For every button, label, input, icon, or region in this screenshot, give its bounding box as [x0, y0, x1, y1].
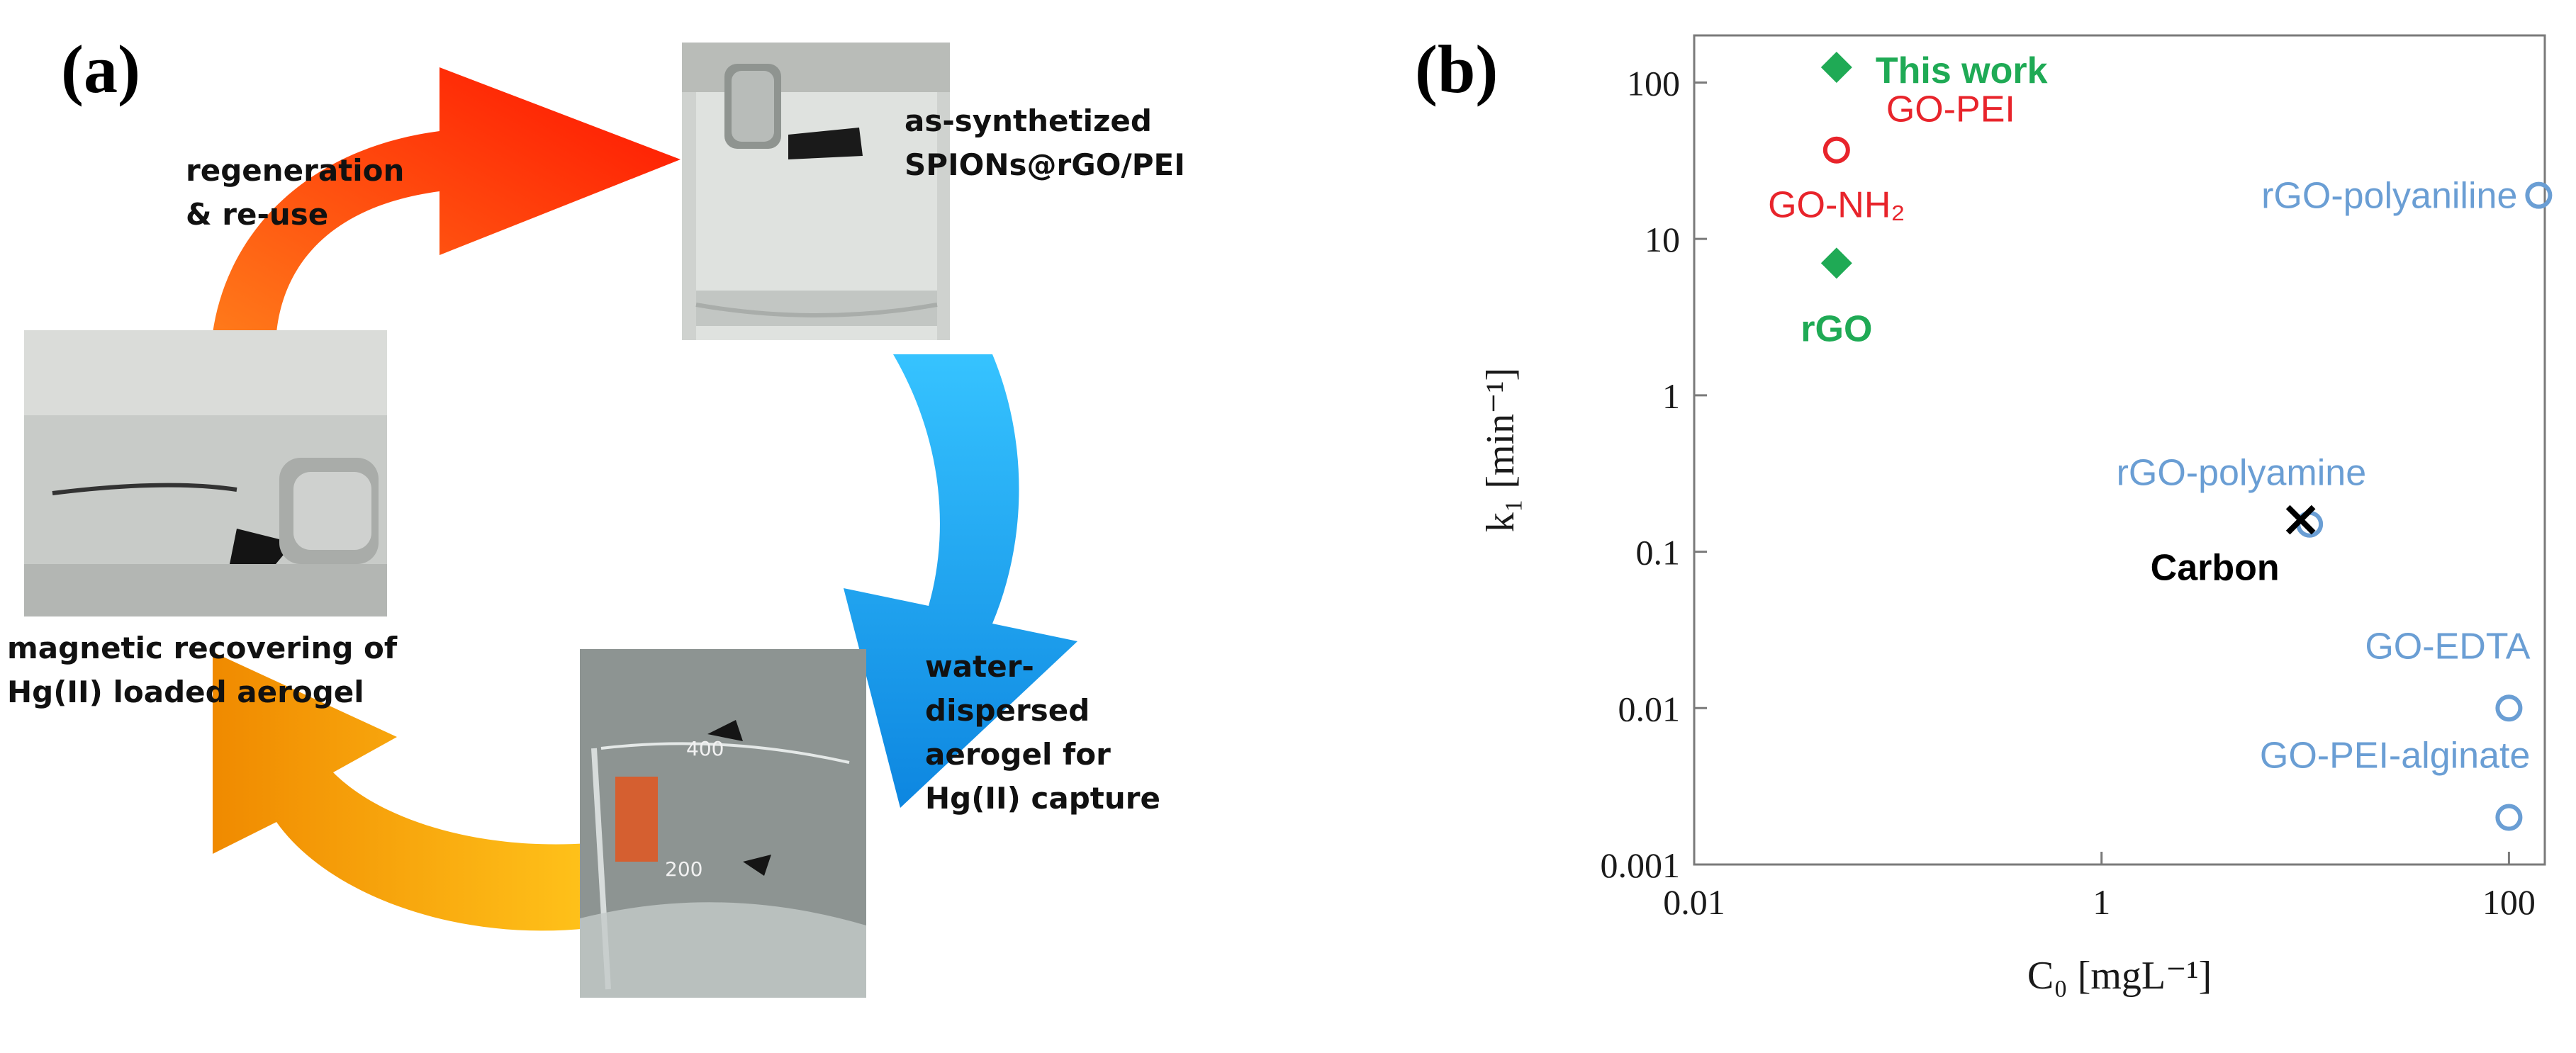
point-this-work [1820, 52, 1852, 84]
photo-synthesized-aerogel [682, 43, 950, 340]
label-this-work: This work [1876, 50, 2048, 91]
y-axis-label: k₁ [min⁻¹] [1479, 368, 1523, 532]
regeneration-cycle-diagram [213, 67, 1077, 931]
caption-regeneration: regeneration & re-use [186, 153, 405, 232]
beaker-mark-400: 400 [686, 737, 724, 760]
label-carbon: Carbon [2151, 548, 2280, 589]
y-tick-label: 100 [1627, 63, 1680, 103]
x-tick-label: 1 [2093, 882, 2110, 922]
point-carbon [2285, 505, 2316, 535]
arrow-right [844, 354, 1077, 808]
point-rgo [1820, 247, 1852, 279]
point-go-edta [2495, 694, 2523, 722]
label-rgo: rGO [1801, 308, 1872, 349]
caption-recovering: magnetic recovering of Hg(II) loaded aer… [7, 631, 398, 709]
photo-magnetic-recovery [24, 330, 387, 616]
x-tick-label: 100 [2482, 882, 2536, 922]
label-rgo-polyaniline: rGO-polyaniline [2261, 176, 2517, 217]
caption-synthesized: as-synthetized SPIONs@rGO/PEI [905, 103, 1185, 182]
plot-frame [1693, 34, 2546, 866]
label-go-pei: GO-PEI [1886, 89, 2015, 130]
y-tick-label: 0.001 [1601, 845, 1681, 885]
x-tick-label: 0.01 [1663, 882, 1725, 922]
point-rgo-polyaniline [2525, 181, 2553, 209]
photo-water-dispersed: 400 200 [580, 649, 866, 998]
x-axis-label: C₀ [mgL⁻¹] [2027, 954, 2212, 998]
y-tick-label: 1 [1662, 376, 1680, 416]
label-go-edta: GO-EDTA [2365, 626, 2530, 667]
panel-b-label: (b) [1415, 31, 1499, 107]
beaker-mark-200: 200 [665, 857, 702, 881]
y-tick-label: 0.1 [1636, 533, 1681, 573]
caption-dispersed: water- dispersed aerogel for Hg(II) capt… [925, 649, 1160, 816]
label-go-nh-: GO-NH₂ [1768, 185, 1905, 226]
point-go-pei-alginate [2495, 804, 2523, 831]
y-tick-label: 0.01 [1618, 689, 1681, 728]
y-tick-label: 10 [1645, 220, 1680, 259]
label-go-pei-alginate: GO-PEI-alginate [2260, 736, 2531, 777]
panel-a-label: (a) [61, 31, 140, 107]
label-rgo-polyamine: rGO-polyamine [2117, 453, 2367, 494]
arrow-bottom [213, 652, 588, 931]
point-go-pei [1822, 136, 1850, 164]
arrow-top [213, 67, 681, 333]
